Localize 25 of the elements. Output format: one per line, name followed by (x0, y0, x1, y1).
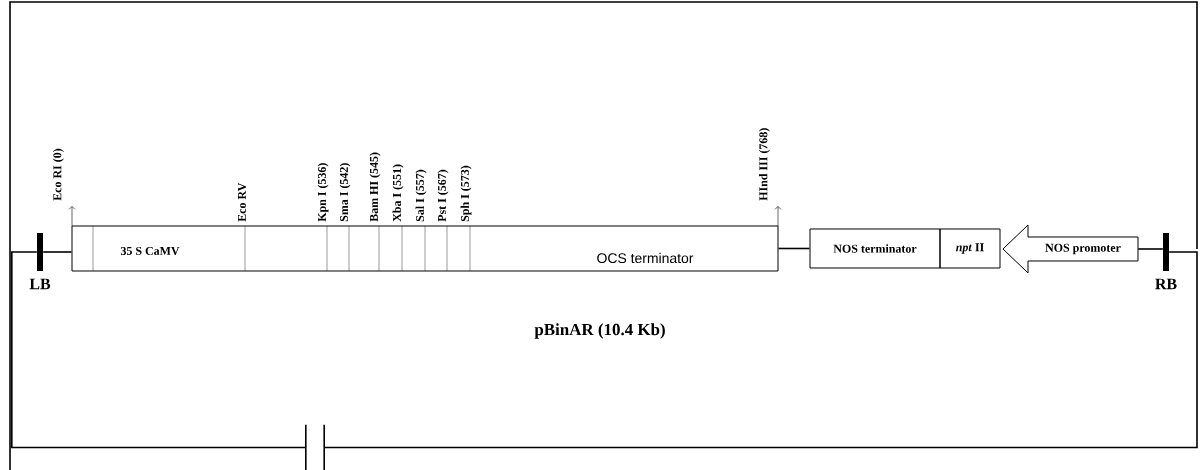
site-label: Pst I (567) (437, 169, 449, 222)
site-label: Eco RI (0) (52, 148, 64, 201)
site-label: Sph I (573) (460, 165, 472, 222)
site-label: Bam HI (545) (369, 152, 381, 222)
connector-line (777, 247, 811, 250)
connector-line (11, 251, 307, 449)
site-label: Sal I (557) (415, 169, 427, 222)
plasmid-name: pBinAR (10.4 Kb) (534, 323, 665, 339)
cassette-box: 35 S CaMV OCS terminator (71, 225, 779, 272)
border-bar: RB (1155, 233, 1177, 290)
border-bar: LB (29, 233, 51, 290)
site-label: Eco RV (238, 182, 246, 222)
connector-line (323, 251, 1198, 449)
gene-box: NOS terminator (809, 228, 941, 269)
break-symbol (305, 424, 325, 470)
connector-line (1137, 248, 1164, 250)
promoter-block: NOS promoter (1002, 224, 1139, 274)
node-label: LB (29, 278, 51, 290)
gene-box: npt II (939, 228, 1001, 269)
connector-line (42, 251, 73, 253)
site-label: Xba I (551) (392, 164, 404, 222)
site-label: Sma I (542) (339, 163, 351, 222)
site-label: HInd III (768) (758, 128, 770, 201)
node-label: RB (1155, 278, 1177, 290)
site-label: Kpn I (536) (317, 163, 329, 222)
